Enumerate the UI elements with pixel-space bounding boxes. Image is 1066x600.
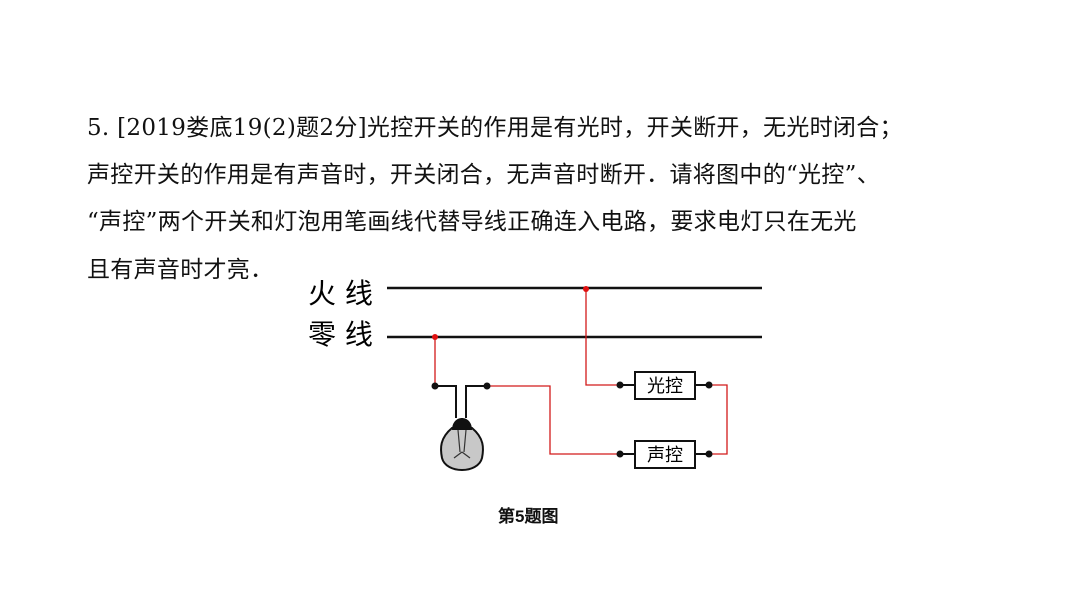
light-control-switch: 光控: [616, 371, 713, 400]
sound-switch-label: 声控: [647, 445, 683, 466]
neutral-wire-label: 零 线: [308, 318, 373, 351]
lamp: [431, 382, 491, 471]
question-line-2: 声控开关的作用是有声音时，开关闭合，无声音时断开．请将图中的“光控”、: [87, 162, 881, 188]
bulb-icon: [440, 427, 484, 471]
live-wire-label: 火 线: [308, 277, 373, 310]
figure-caption: 第5题图: [498, 507, 559, 526]
question-line-3: “声控”两个开关和灯泡用笔画线代替导线正确连入电路，要求电灯只在无光: [87, 209, 857, 235]
junction-dot: [583, 286, 589, 292]
question-line-4: 且有声音时才亮．: [87, 257, 274, 283]
sound-control-switch: 声控: [616, 440, 713, 469]
light-switch-label: 光控: [647, 376, 683, 397]
question-line-1: 5. [2019娄底19(2)题2分]光控开关的作用是有光时，开关断开，无光时闭…: [87, 115, 903, 141]
drawn-wires: [434, 289, 728, 455]
junction-dot: [432, 334, 438, 340]
